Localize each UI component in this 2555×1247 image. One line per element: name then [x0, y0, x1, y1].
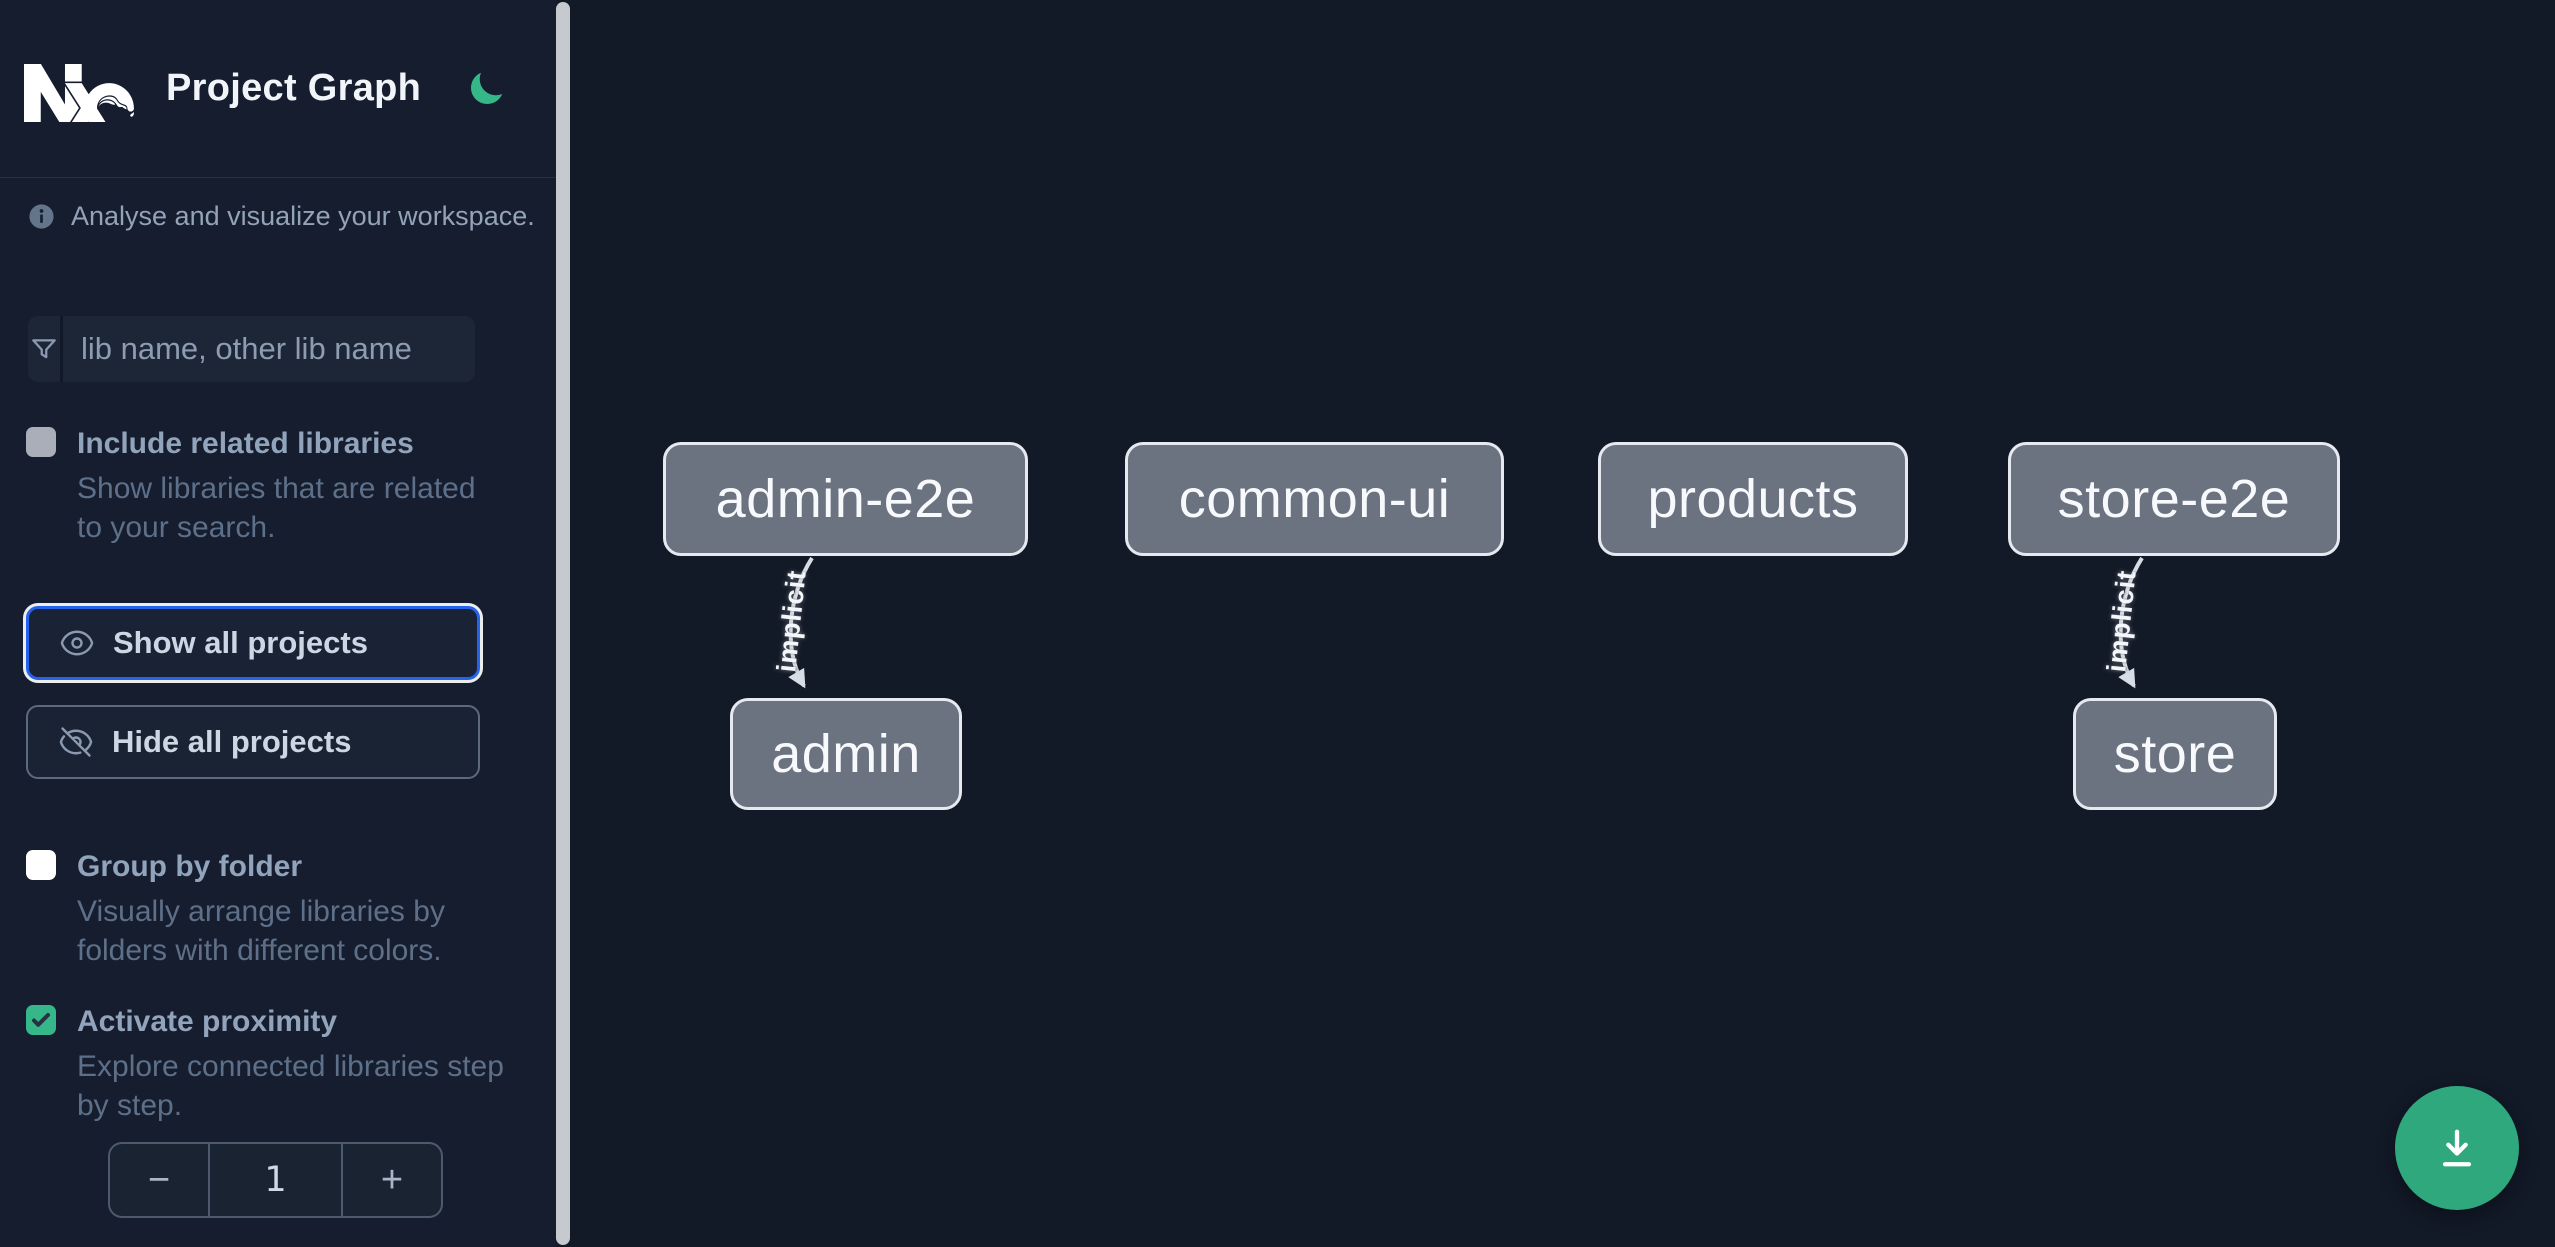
edge-admin-e2e-admin[interactable]: [788, 556, 814, 689]
show-all-projects-label: Show all projects: [113, 625, 368, 660]
group-by-folder-label[interactable]: Group by folder: [77, 850, 302, 883]
info-text: Analyse and visualize your workspace.: [71, 201, 535, 231]
proximity-depth-stepper: − 1 +: [108, 1142, 443, 1218]
include-related-checkbox[interactable]: [26, 427, 56, 457]
search-input[interactable]: [63, 316, 475, 382]
sidebar-scrollbar[interactable]: [556, 2, 570, 1245]
download-button[interactable]: [2395, 1086, 2519, 1210]
activate-proximity-checkbox[interactable]: [26, 1005, 56, 1035]
show-all-projects-button[interactable]: Show all projects: [26, 606, 480, 680]
sidebar: Project Graph Analyse and visualize your…: [0, 0, 556, 1247]
download-icon: [2442, 1129, 2472, 1167]
check-icon: [32, 1013, 50, 1027]
graph-node-admin[interactable]: admin: [730, 698, 962, 810]
option-activate-proximity: Activate proximity Explore connected lib…: [26, 1005, 504, 1125]
search-filter: [28, 316, 475, 382]
edge-store-e2e-store[interactable]: [2118, 556, 2144, 689]
workspace-info: Analyse and visualize your workspace.: [27, 201, 535, 232]
graph-node-products[interactable]: products: [1598, 442, 1908, 556]
option-group-by-folder: Group by folder Visually arrange librari…: [26, 850, 496, 970]
theme-toggle-button[interactable]: [466, 69, 506, 109]
proximity-depth-value: 1: [208, 1144, 343, 1216]
graph-node-store[interactable]: store: [2073, 698, 2277, 810]
graph-node-common-ui[interactable]: common-ui: [1125, 442, 1504, 556]
eye-icon: [59, 625, 95, 661]
group-by-folder-description: Visually arrange libraries by folders wi…: [77, 895, 445, 967]
group-by-folder-checkbox[interactable]: [26, 850, 56, 880]
option-include-related-libraries: Include related libraries Show libraries…: [26, 427, 496, 547]
moon-icon: [471, 72, 503, 104]
info-icon: [29, 204, 54, 229]
eye-off-icon: [58, 724, 94, 760]
activate-proximity-description: Explore connected libraries step by step…: [77, 1050, 504, 1122]
increment-button[interactable]: +: [343, 1144, 441, 1216]
sidebar-header: Project Graph: [0, 0, 556, 178]
hide-all-projects-label: Hide all projects: [112, 724, 352, 759]
activate-proximity-label[interactable]: Activate proximity: [77, 1005, 338, 1038]
graph-node-admin-e2e[interactable]: admin-e2e: [663, 442, 1028, 556]
include-related-label[interactable]: Include related libraries: [77, 427, 414, 460]
nx-logo: [24, 56, 134, 122]
include-related-description: Show libraries that are related to your …: [77, 472, 476, 544]
funnel-icon: [28, 316, 63, 382]
hide-all-projects-button[interactable]: Hide all projects: [26, 705, 480, 779]
graph-node-store-e2e[interactable]: store-e2e: [2008, 442, 2340, 556]
page-title: Project Graph: [166, 67, 422, 109]
decrement-button[interactable]: −: [110, 1144, 208, 1216]
